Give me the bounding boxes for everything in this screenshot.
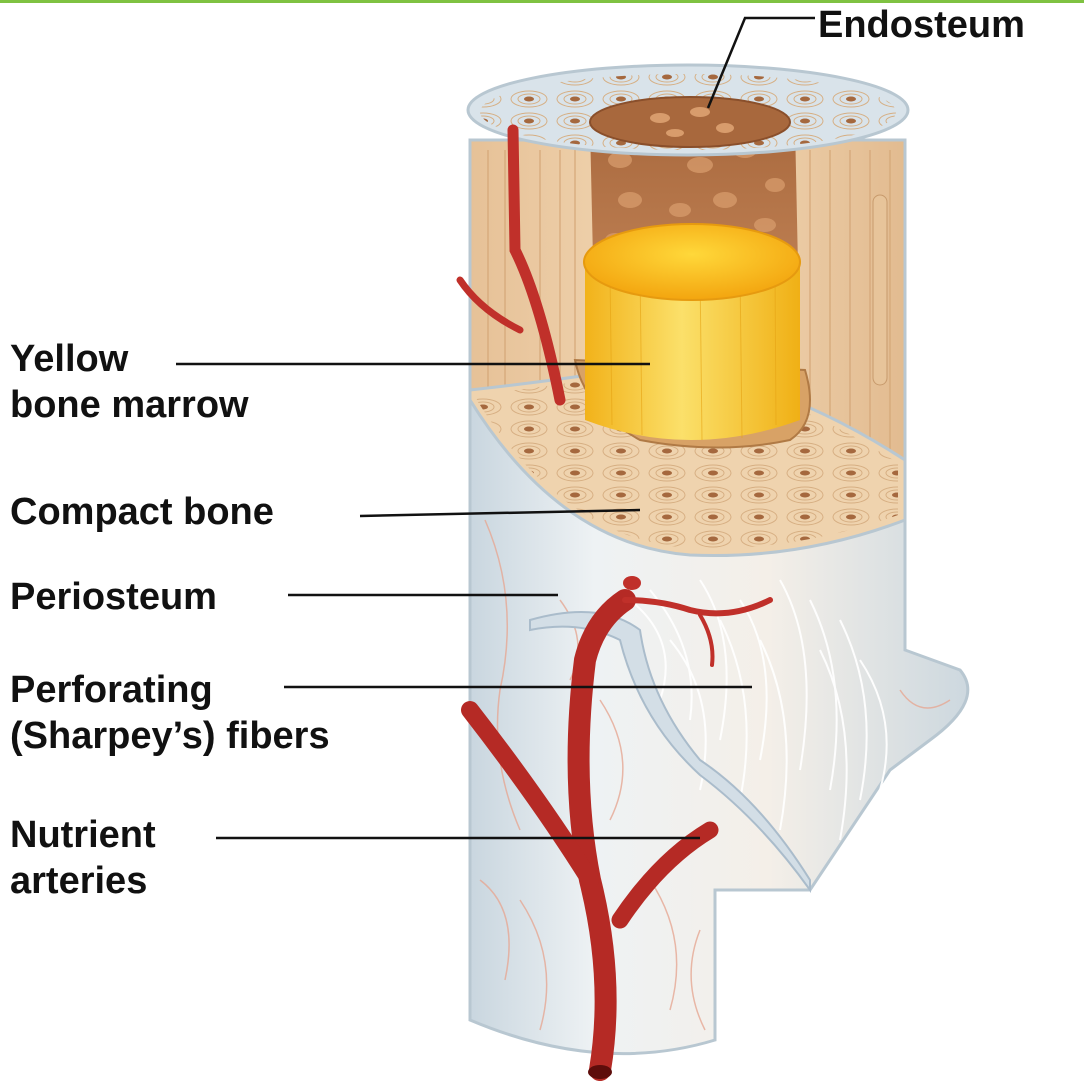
label-periosteum: Periosteum <box>10 574 217 620</box>
label-nutrient-arteries: Nutrient arteries <box>10 812 156 904</box>
label-perforating-fibers: Perforating (Sharpey’s) fibers <box>10 667 330 759</box>
label-yellow-bone-marrow-line1: Yellow <box>10 336 249 382</box>
label-yellow-bone-marrow-line2: bone marrow <box>10 382 249 428</box>
bone-shaft <box>468 65 968 1054</box>
label-yellow-bone-marrow: Yellow bone marrow <box>10 336 249 428</box>
label-nutrient-arteries-line2: arteries <box>10 858 156 904</box>
label-nutrient-arteries-line1: Nutrient <box>10 812 156 858</box>
yellow-bone-marrow <box>575 224 810 448</box>
label-compact-bone: Compact bone <box>10 489 274 535</box>
label-endosteum: Endosteum <box>818 2 1025 48</box>
label-perforating-fibers-line2: (Sharpey’s) fibers <box>10 713 330 759</box>
label-perforating-fibers-line1: Perforating <box>10 667 330 713</box>
